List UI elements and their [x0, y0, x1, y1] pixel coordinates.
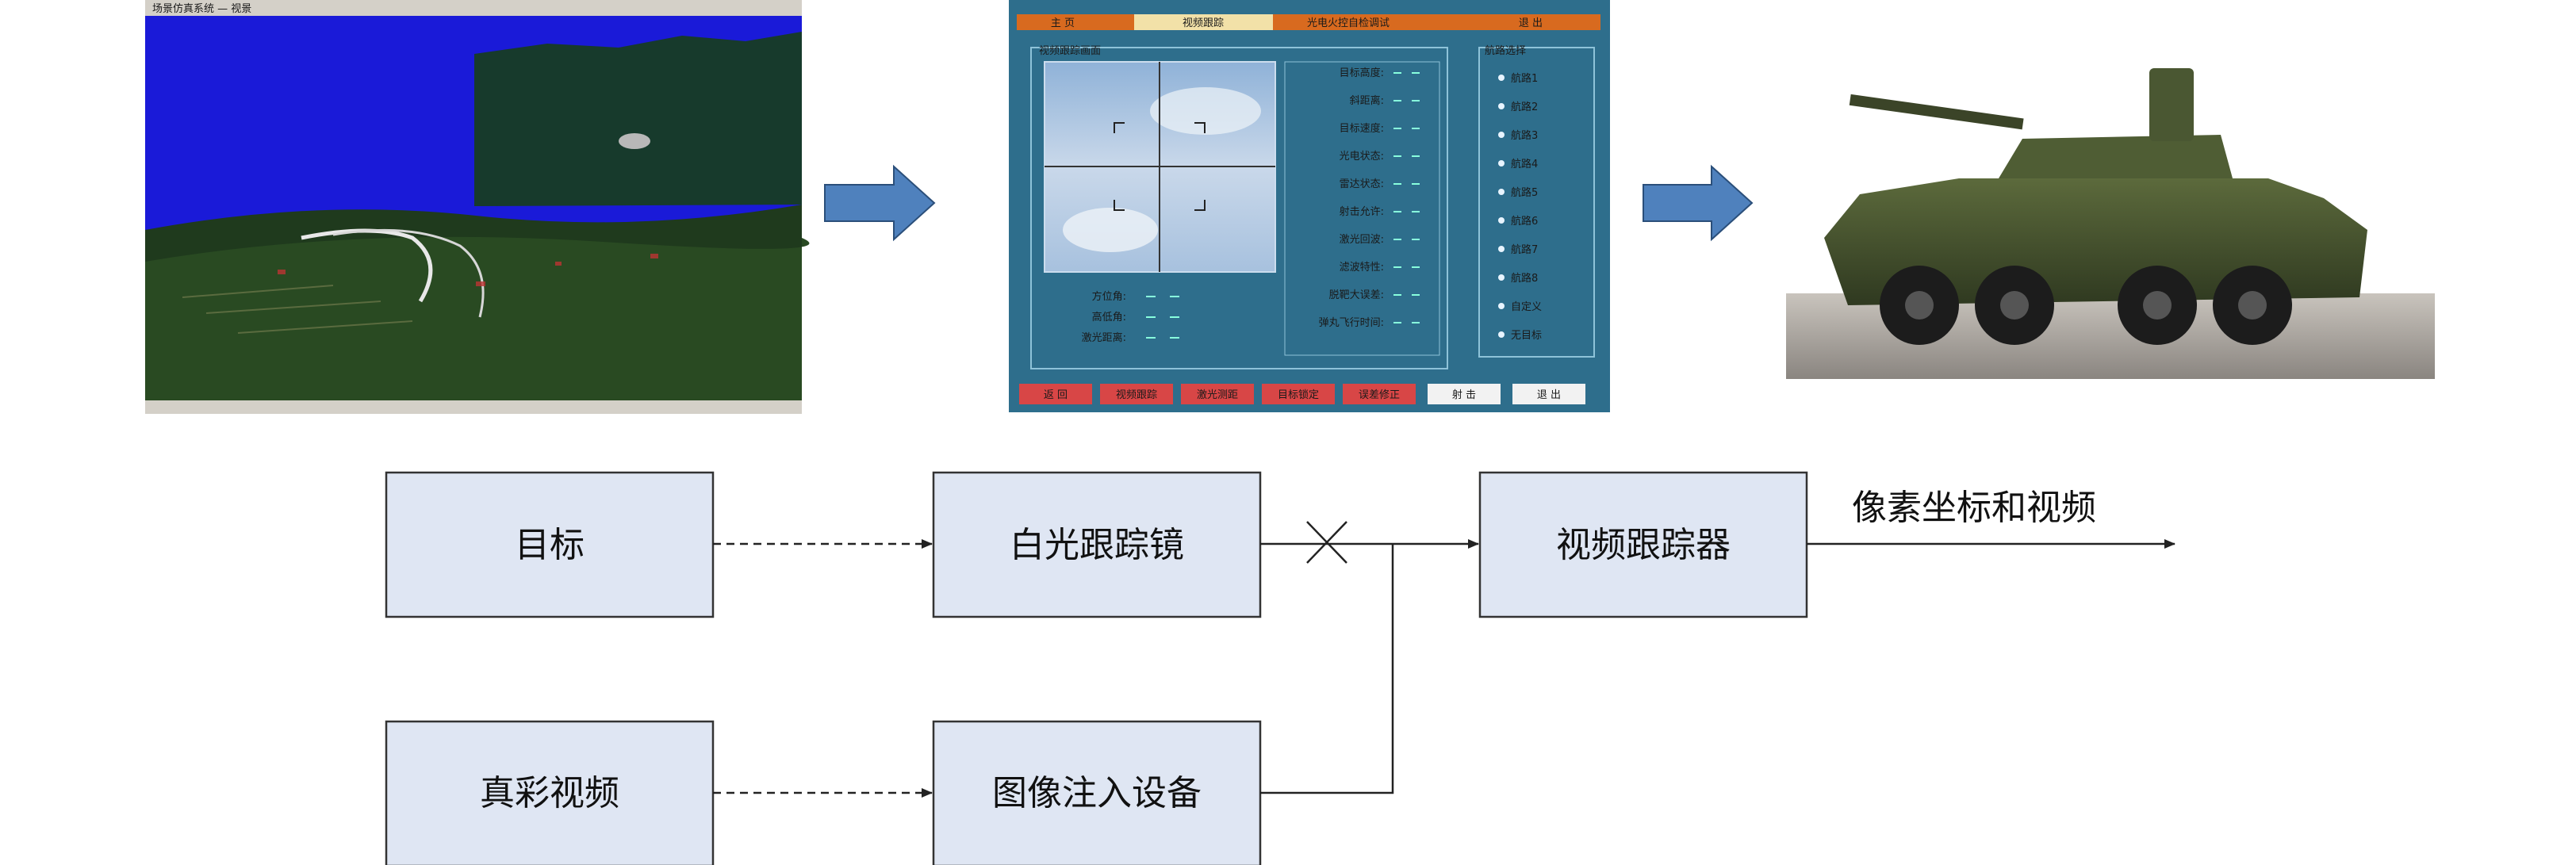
- route-option[interactable]: 航路6: [1498, 215, 1538, 228]
- tab-home[interactable]: 主 页: [1051, 17, 1075, 29]
- route-option[interactable]: 自定义: [1498, 301, 1542, 313]
- readout-list: 方位角: 高低角: 激光距离:: [1082, 290, 1179, 344]
- route-option-label: 航路7: [1511, 243, 1538, 256]
- route-option[interactable]: 航路5: [1498, 186, 1538, 199]
- tab-video-tracking-label: 视频跟踪: [1183, 17, 1224, 29]
- node-image-injection-label: 图像注入设备: [992, 773, 1202, 813]
- route-option[interactable]: 航路4: [1498, 158, 1538, 170]
- node-image-injection: [932, 720, 1262, 865]
- tab-selftest[interactable]: 光电火控自检调试: [1307, 17, 1390, 29]
- node-true-color-video-label: 真彩视频: [480, 773, 619, 813]
- route-group-title: 航路选择: [1485, 44, 1526, 57]
- tracking-gate: [1114, 122, 1206, 211]
- flow-diagram: 目标 白光跟踪镜 视频跟踪器 真彩视频 图像注入设备 像素坐标和视频: [385, 471, 2175, 865]
- node-true-color-video: [385, 720, 715, 865]
- block-arrow-2: [1643, 164, 1754, 242]
- fire-button-label: 射 击: [1452, 388, 1476, 401]
- route-option-label: 自定义: [1511, 301, 1542, 313]
- status-label: 目标高度:: [1340, 67, 1384, 79]
- sim-taskbar: [145, 400, 802, 414]
- fire-button[interactable]: [1428, 384, 1501, 404]
- readout-label: 高低角:: [1092, 311, 1126, 323]
- video-track-button-label: 视频跟踪: [1116, 389, 1157, 401]
- route-option[interactable]: 航路1: [1498, 72, 1538, 85]
- sim-target-icon: [619, 133, 650, 149]
- vehicle-turret: [1999, 135, 2233, 178]
- route-option[interactable]: 无目标: [1498, 330, 1542, 342]
- status-list: 目标高度: 斜距离: 目标速度: 光电状态: 雷达状态: 射击允许: 激光回波:…: [1319, 67, 1420, 329]
- video-group-box: [1030, 47, 1448, 369]
- route-option[interactable]: 航路8: [1498, 272, 1538, 285]
- status-label: 激光回波:: [1340, 234, 1384, 246]
- tab-exit[interactable]: 退 出: [1519, 17, 1543, 29]
- status-box: [1284, 61, 1440, 356]
- target-lock-button-label: 目标锁定: [1278, 388, 1319, 401]
- status-label: 脱靶大误差:: [1329, 289, 1384, 301]
- sim-title: 场景仿真系统 — 视景: [152, 3, 251, 15]
- status-label: 弹丸飞行时间:: [1319, 317, 1384, 329]
- route-option-label: 航路1: [1511, 72, 1538, 85]
- tab-video-tracking[interactable]: [1134, 14, 1273, 30]
- tab-selftest-label: 光电火控自检调试: [1307, 17, 1390, 29]
- route-option-label: 航路2: [1511, 101, 1538, 113]
- node-video-tracker: [1478, 471, 1808, 618]
- output-label: 像素坐标和视频: [1852, 488, 2096, 528]
- route-option[interactable]: 航路2: [1498, 101, 1538, 113]
- laser-range-button-label: 激光测距: [1197, 389, 1238, 401]
- status-label: 斜距离:: [1350, 94, 1384, 107]
- vehicle-gun-barrel: [1849, 94, 2024, 130]
- route-option-label: 航路6: [1511, 215, 1538, 228]
- video-group-title: 视频跟踪画面: [1039, 45, 1101, 57]
- target-lock-button[interactable]: [1262, 384, 1335, 404]
- tracker-panel-screenshot: 主 页 视频跟踪 光电火控自检调试 退 出 视频跟踪画面 方位角: 高低角: 激…: [1009, 0, 1610, 412]
- status-label: 目标速度:: [1340, 122, 1384, 135]
- route-list: 航路1 航路2 航路3 航路4 航路5 航路6 航路7 航路8 自定义 无目标: [1498, 72, 1542, 342]
- error-correct-button[interactable]: [1343, 384, 1416, 404]
- route-option-label: 航路3: [1511, 129, 1538, 142]
- block-arrow-1: [824, 164, 936, 242]
- route-option-label: 航路8: [1511, 272, 1538, 285]
- route-group-box: [1478, 47, 1595, 358]
- edge-injection-to-video-tracker: [1260, 544, 1394, 794]
- route-option-label: 航路4: [1511, 158, 1538, 170]
- route-option-label: 航路5: [1511, 186, 1538, 199]
- node-target-label: 目标: [515, 525, 585, 565]
- panel-button-row: 返 回 视频跟踪 激光测距 目标锁定 误差修正 射 击 退 出: [1019, 384, 1585, 404]
- sim-titlebar: [145, 0, 802, 16]
- readout-label: 方位角:: [1092, 290, 1126, 303]
- status-label: 光电状态:: [1340, 151, 1384, 163]
- exit-button-label: 退 出: [1537, 389, 1561, 401]
- status-label: 射击允许:: [1340, 205, 1384, 218]
- readout-label: 激光距离:: [1082, 331, 1126, 344]
- node-video-tracker-label: 视频跟踪器: [1556, 525, 1731, 565]
- node-target: [385, 471, 715, 618]
- tab-exit-label: 退 出: [1519, 17, 1543, 29]
- route-option-label: 无目标: [1511, 330, 1542, 342]
- sim-inset-view: [474, 32, 802, 206]
- status-label: 雷达状态:: [1340, 178, 1384, 190]
- route-option[interactable]: 航路3: [1498, 129, 1538, 142]
- exit-button[interactable]: [1512, 384, 1585, 404]
- back-button[interactable]: [1019, 384, 1092, 404]
- vehicle-photo: [1786, 48, 2435, 379]
- node-white-light-tracker: [932, 471, 1262, 618]
- simulation-screenshot: 场景仿真系统 — 视景: [145, 0, 810, 414]
- tab-home-label: 主 页: [1051, 17, 1075, 29]
- back-button-label: 返 回: [1044, 389, 1068, 401]
- video-track-button[interactable]: [1100, 384, 1173, 404]
- disconnect-cross: [1306, 521, 1347, 564]
- status-label: 滤波特性:: [1340, 262, 1384, 274]
- vehicle-sensor-pod: [2149, 68, 2194, 141]
- error-correct-button-label: 误差修正: [1359, 389, 1400, 401]
- node-white-light-tracker-label: 白光跟踪镜: [1010, 525, 1184, 565]
- route-option[interactable]: 航路7: [1498, 243, 1538, 256]
- laser-range-button[interactable]: [1181, 384, 1254, 404]
